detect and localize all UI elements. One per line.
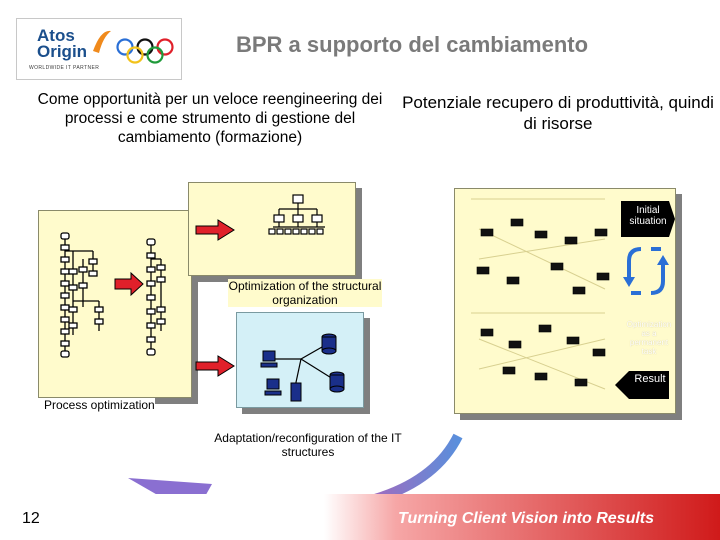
logo-tagline: WORLDWIDE IT PARTNER [29, 65, 100, 71]
it-adaptation-label: Adaptation/reconfiguration of the IT str… [210, 431, 406, 459]
footer-slogan: Turning Client Vision into Results [398, 510, 655, 527]
right-heading: Potenziale recupero di produttività, qui… [402, 93, 714, 133]
atos-origin-logo: Atos Origin WORLDWIDE IT PARTNER [16, 18, 182, 80]
process-flow-panel [38, 210, 192, 398]
it-structures-panel [236, 312, 364, 408]
logo-text-atos: Atos [37, 26, 75, 45]
it-network-icon [260, 333, 345, 402]
logo-swoosh-icon [93, 30, 111, 53]
productivity-diagram-icon [471, 198, 675, 399]
red-arrow-it-icon [195, 355, 235, 377]
permanent-task-label: Optimization as a permanent task [626, 320, 672, 356]
org-chart-icon [268, 194, 325, 235]
logo-text-origin: Origin [37, 42, 88, 61]
productivity-panel [454, 188, 676, 414]
page-number: 12 [22, 510, 40, 527]
left-heading: Come opportunità per un veloce reenginee… [37, 91, 383, 146]
footer-band [0, 494, 720, 540]
slide-title: BPR a supporto del cambiamento [236, 32, 589, 57]
process-optimization-label: Process optimization [44, 398, 155, 412]
red-arrow-structural-icon [195, 219, 235, 241]
process-flowchart-icon [60, 232, 166, 358]
structural-optimization-label: Optimization of the structural organizat… [228, 279, 382, 307]
initial-situation-label: Initial situation [629, 205, 667, 227]
result-label: Result [634, 373, 666, 385]
olympic-rings-icon [116, 38, 174, 64]
